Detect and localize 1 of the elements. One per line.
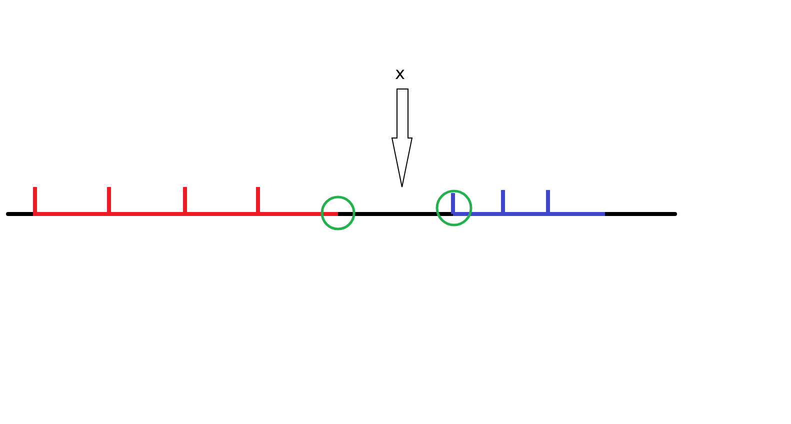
variable-label: x bbox=[395, 66, 406, 83]
